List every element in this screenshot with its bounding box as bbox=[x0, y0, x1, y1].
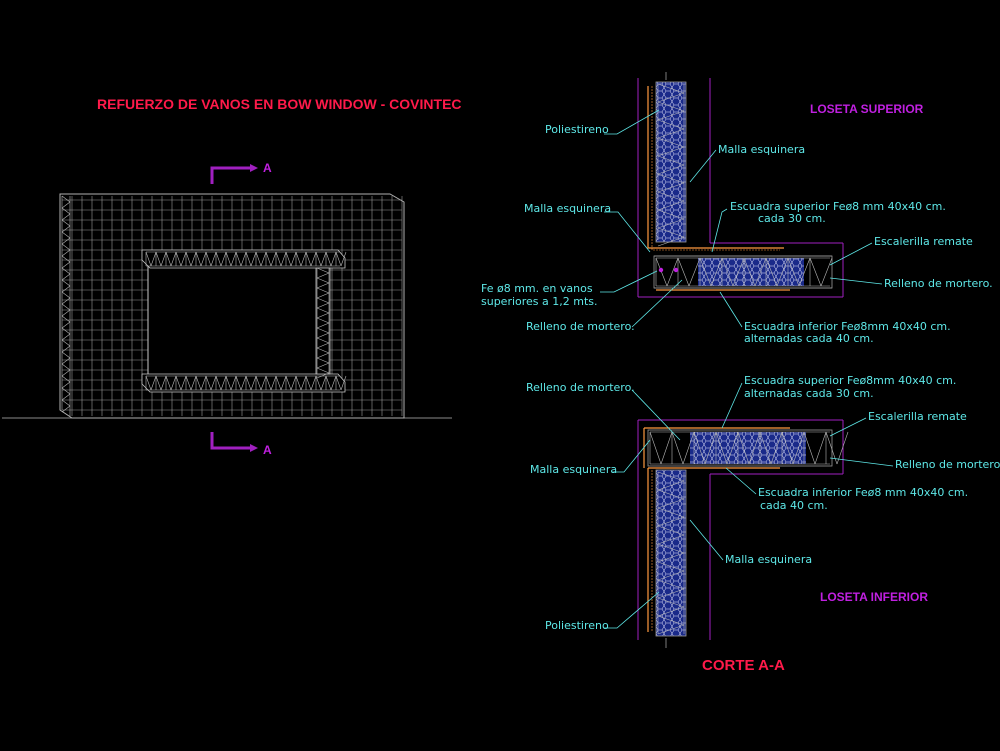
lower-label-escuadra-inf-1: Escuadra inferior Feø8 mm 40x40 cm. bbox=[758, 486, 968, 499]
upper-label-fe-1: Fe ø8 mm. en vanos bbox=[481, 282, 593, 295]
upper-label-fe-2: superiores a 1,2 mts. bbox=[481, 295, 598, 308]
section-letter-top: A bbox=[263, 161, 272, 175]
upper-label-escalerilla: Escalerilla remate bbox=[874, 235, 973, 248]
lower-label-relleno-right: Relleno de mortero. bbox=[895, 458, 1000, 471]
upper-label-escuadra-sup-2: cada 30 cm. bbox=[758, 212, 826, 225]
lower-label-escuadra-sup-1: Escuadra superior Feø8mm 40x40 cm. bbox=[744, 374, 956, 387]
lower-label-malla-esquinera-left: Malla esquinera bbox=[530, 463, 617, 476]
window-opening bbox=[141, 249, 347, 393]
upper-label-escuadra-inf-2: alternadas cada 40 cm. bbox=[744, 332, 874, 345]
lower-label-malla-esquinera-right: Malla esquinera bbox=[725, 553, 812, 566]
upper-label-relleno-right: Relleno de mortero. bbox=[884, 277, 993, 290]
upper-slab-title: LOSETA SUPERIOR bbox=[810, 102, 924, 116]
upper-label-escuadra-sup-1: Escuadra superior Feø8 mm 40x40 cm. bbox=[730, 200, 946, 213]
section-marker-bottom: A bbox=[210, 432, 272, 457]
upper-label-escuadra-inf-1: Escuadra inferior Feø8mm 40x40 cm. bbox=[744, 320, 951, 333]
lower-label-escalerilla: Escalerilla remate bbox=[868, 410, 967, 423]
lower-slab-title: LOSETA INFERIOR bbox=[820, 590, 928, 604]
section-marker-top: A bbox=[210, 161, 272, 184]
lower-label-poliestireno: Poliestireno bbox=[545, 619, 609, 632]
lower-label-escuadra-sup-2: alternadas cada 30 cm. bbox=[744, 387, 874, 400]
upper-slab-detail bbox=[637, 72, 844, 298]
main-title: REFUERZO DE VANOS EN BOW WINDOW - COVINT… bbox=[97, 96, 462, 112]
section-letter-bottom: A bbox=[263, 443, 272, 457]
cut-title: CORTE A-A bbox=[702, 657, 785, 674]
upper-label-malla-esquinera-right: Malla esquinera bbox=[718, 143, 805, 156]
upper-label-relleno-left: Relleno de mortero. bbox=[526, 320, 635, 333]
upper-label-poliestireno: Poliestireno bbox=[545, 123, 609, 136]
upper-label-malla-esquinera-left: Malla esquinera bbox=[524, 202, 611, 215]
lower-label-relleno-left: Relleno de mortero. bbox=[526, 381, 635, 394]
lower-label-escuadra-inf-2: cada 40 cm. bbox=[760, 499, 828, 512]
lower-slab-detail bbox=[637, 419, 849, 648]
